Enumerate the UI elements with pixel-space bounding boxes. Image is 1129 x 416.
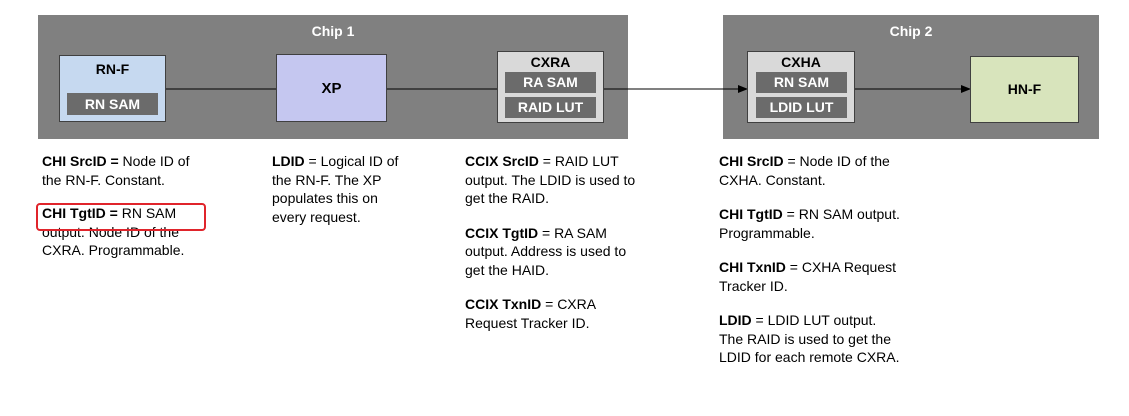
note-ldid: LDID = Logical ID of the RN-F. The XP po… [272,153,399,225]
xp-block: XP [276,54,387,122]
notes-cxha: CHI SrcID = Node ID of the CXHA. Constan… [719,152,904,383]
hn-f-block: HN-F [970,56,1079,123]
notes-rn-f: CHI SrcID = Node ID of the RN-F. Constan… [42,152,207,276]
cxra-block: CXRA RA SAM RAID LUT [497,51,604,123]
hn-f-title: HN-F [1007,81,1042,97]
note-chi-tgtid-cxha: CHI TgtID = RN SAM output. Programmable. [719,206,900,241]
xp-title: XP [321,80,342,97]
cxha-title: CXHA [781,54,821,70]
cxra-ra-sam: RA SAM [505,72,596,93]
cxha-block: CXHA RN SAM LDID LUT [747,51,855,123]
notes-cxra: CCIX SrcID = RAID LUT output. The LDID i… [465,152,645,348]
note-chi-srcid: CHI SrcID = Node ID of the RN-F. Constan… [42,153,190,188]
cxha-ldid-lut: LDID LUT [756,97,847,118]
rn-f-rn-sam: RN SAM [67,93,158,115]
notes-xp: LDID = Logical ID of the RN-F. The XP po… [272,152,402,242]
note-ldid-cxha: LDID = LDID LUT output. The RAID is used… [719,312,900,365]
note-chi-tgtid: CHI TgtID = RN SAM output. Node ID of th… [42,205,185,258]
rn-f-title: RN-F [95,61,130,77]
highlight-box [36,203,206,231]
note-chi-srcid-cxha: CHI SrcID = Node ID of the CXHA. Constan… [719,153,890,188]
cxra-raid-lut: RAID LUT [505,97,596,118]
chip-1-title: Chip 1 [311,23,355,39]
chip-2-title: Chip 2 [889,23,933,39]
cxra-title: CXRA [530,54,571,70]
rn-f-block: RN-F RN SAM [59,55,166,122]
note-ccix-srcid: CCIX SrcID = RAID LUT output. The LDID i… [465,153,636,206]
note-chi-txnid-cxha: CHI TxnID = CXHA Request Tracker ID. [719,259,897,294]
note-ccix-txnid: CCIX TxnID = CXRA Request Tracker ID. [465,296,596,331]
note-ccix-tgtid: CCIX TgtID = RA SAM output. Address is u… [465,224,627,278]
cxha-rn-sam: RN SAM [756,72,847,93]
